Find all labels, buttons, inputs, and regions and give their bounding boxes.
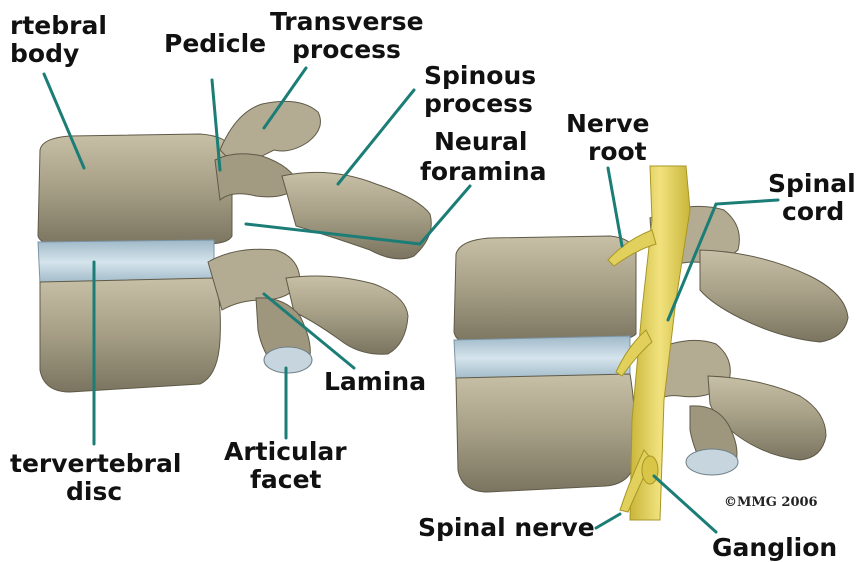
intervertebral-disc-right	[454, 336, 630, 380]
label-articular-facet-line1: Articular	[224, 437, 347, 466]
label-spinal-cord-line1: Spinal	[768, 169, 856, 198]
leader-spinal-nerve	[596, 514, 620, 528]
label-spinous-process-line2: process	[424, 89, 533, 118]
right-articular-facet-surface	[686, 449, 738, 475]
left-vertebra-model	[38, 101, 431, 392]
copyright-notice: ©MMG 2006	[724, 495, 818, 510]
lower-vertebral-body	[40, 278, 220, 392]
leader-ganglion	[654, 476, 716, 532]
articular-facet-surface	[264, 347, 312, 373]
leader-nerve-root	[608, 168, 622, 246]
label-spinous-process-line1: Spinous	[424, 61, 536, 90]
right-upper-vertebral-body	[454, 236, 636, 344]
intervertebral-disc-left	[38, 240, 214, 284]
label-spinal-cord-line2: cord	[782, 197, 844, 226]
label-nerve-root-line2: root	[588, 137, 647, 166]
right-upper-spinous-process	[700, 250, 848, 342]
label-neural-foramina-line2: foramina	[420, 157, 547, 186]
label-ganglion: Ganglion	[712, 533, 837, 562]
label-intervertebral-disc-line2: disc	[66, 477, 122, 506]
right-lower-vertebral-body	[456, 374, 635, 492]
label-lamina: Lamina	[324, 367, 426, 396]
label-transverse-process-line2: process	[292, 35, 401, 64]
label-spinal-nerve: Spinal nerve	[418, 513, 595, 542]
upper-vertebral-body	[38, 134, 232, 246]
label-transverse-process-line1: Transverse	[270, 7, 424, 36]
label-vertebral-body-line2: body	[10, 39, 79, 68]
leader-spinous-process	[338, 90, 414, 184]
label-articular-facet-line2: facet	[250, 465, 322, 494]
label-intervertebral-disc-line1: tervertebral	[10, 449, 181, 478]
upper-spinous-process	[282, 172, 431, 258]
label-pedicle: Pedicle	[164, 29, 266, 58]
label-nerve-root-line1: Nerve	[566, 109, 649, 138]
label-vertebral-body-line1: rtebral	[10, 11, 107, 40]
label-neural-foramina-line1: Neural	[434, 127, 527, 156]
ganglion	[642, 456, 658, 484]
